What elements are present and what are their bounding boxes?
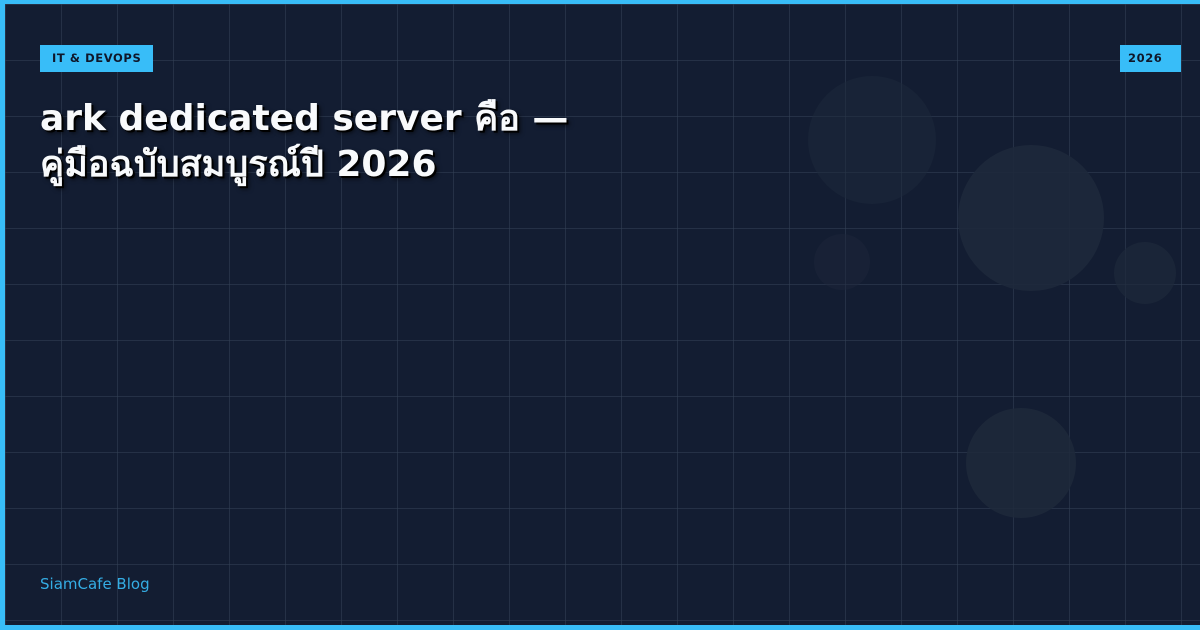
decorative-circle (1114, 242, 1176, 304)
site-brand: SiamCafe Blog (40, 575, 150, 593)
page-title: ark dedicated server คือ — คู่มือฉบับสมบ… (40, 96, 740, 188)
year-badge: 2026 (1120, 45, 1181, 72)
title-line-2: คู่มือฉบับสมบูรณ์ปี 2026 (40, 144, 437, 185)
decorative-circle (958, 145, 1104, 291)
title-line-1: ark dedicated server คือ — (40, 98, 569, 139)
decorative-circle (814, 234, 870, 290)
decorative-circle (966, 408, 1076, 518)
decorative-circle (808, 76, 936, 204)
category-badge: IT & DEVOPS (40, 45, 153, 72)
